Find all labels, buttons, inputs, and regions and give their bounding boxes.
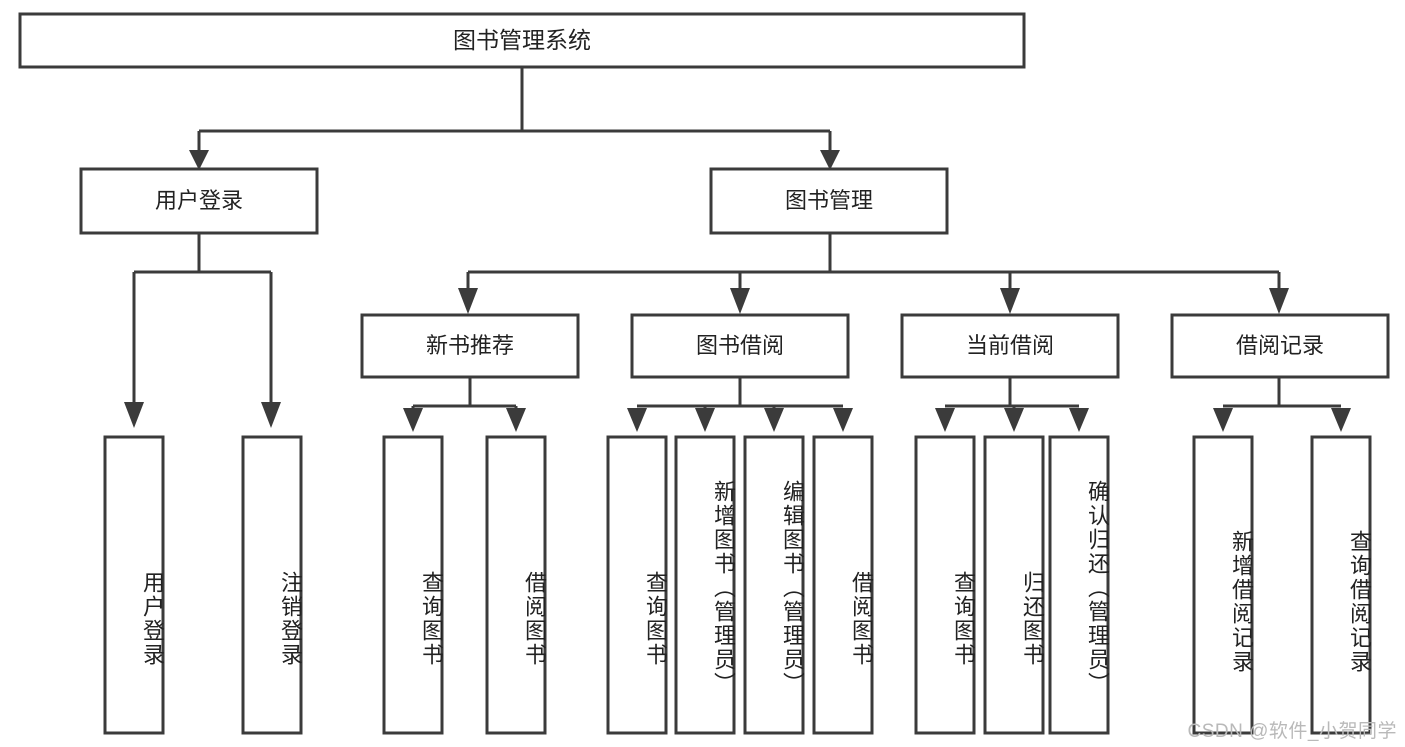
node-newbook[interactable]: 新书推荐 — [360, 313, 580, 379]
node-leaf-8-box[interactable] — [812, 435, 874, 735]
arrow-to-leaf-11 — [1069, 408, 1089, 432]
arrow-to-leaf-13 — [1331, 408, 1351, 432]
arrow-to-current — [1000, 288, 1020, 314]
node-root-box[interactable] — [18, 12, 1026, 69]
node-bookmgmt-box[interactable] — [709, 167, 949, 235]
node-login-label: 用户登录 — [155, 188, 243, 213]
node-current-box[interactable] — [900, 313, 1120, 379]
node-current[interactable]: 当前借阅 — [900, 313, 1120, 379]
node-bookmgmt[interactable]: 图书管理 — [709, 167, 949, 235]
arrow-to-leaf-1 — [124, 402, 144, 428]
arrow-to-leaf-9 — [935, 408, 955, 432]
node-leaf-2-box[interactable] — [241, 435, 303, 735]
node-bookmgmt-label: 图书管理 — [785, 188, 873, 213]
node-borrow-label: 图书借阅 — [696, 333, 784, 358]
node-root-label: 图书管理系统 — [453, 27, 591, 53]
node-leaf-1-box[interactable] — [103, 435, 165, 735]
node-leaf-4-box[interactable] — [485, 435, 547, 735]
node-leaf-5-box[interactable] — [606, 435, 668, 735]
arrow-to-leaf-2 — [261, 402, 281, 428]
node-leaf-7-box[interactable] — [743, 435, 805, 735]
node-leaf-12-box[interactable] — [1192, 435, 1254, 735]
node-leaf-3-box[interactable] — [382, 435, 444, 735]
node-leaf-11-box[interactable] — [1048, 435, 1110, 735]
node-root[interactable]: 图书管理系统 — [18, 12, 1026, 69]
arrow-to-borrow — [730, 288, 750, 314]
node-current-label: 当前借阅 — [966, 333, 1054, 358]
arrow-to-login — [189, 150, 209, 170]
arrow-to-leaf-4 — [506, 408, 526, 432]
node-borrow-box[interactable] — [630, 313, 850, 379]
node-leaf-13-box[interactable] — [1310, 435, 1372, 735]
node-newbook-label: 新书推荐 — [426, 333, 514, 358]
node-leaf-10-box[interactable] — [983, 435, 1045, 735]
node-login[interactable]: 用户登录 — [79, 167, 319, 235]
arrow-to-record — [1269, 288, 1289, 314]
node-borrow[interactable]: 图书借阅 — [630, 313, 850, 379]
node-login-box[interactable] — [79, 167, 319, 235]
node-record[interactable]: 借阅记录 — [1170, 313, 1390, 379]
node-leaf-9-box[interactable] — [914, 435, 976, 735]
connector-layer — [124, 67, 1351, 432]
node-leaf-6-box[interactable] — [674, 435, 736, 735]
csdn-watermark: CSDN @软件_小贺同学 — [1187, 721, 1397, 742]
arrow-to-leaf-10 — [1004, 408, 1024, 432]
arrow-to-newbook — [458, 288, 478, 314]
arrow-to-leaf-5 — [627, 408, 647, 432]
arrow-to-leaf-3 — [403, 408, 423, 432]
arrow-to-bookmgmt — [820, 150, 840, 170]
arrow-to-leaf-6 — [695, 408, 715, 432]
node-layer: 图书管理系统 用户登录 图书管理 新书推荐 图书借阅 当前 — [18, 12, 1390, 735]
node-record-box[interactable] — [1170, 313, 1390, 379]
node-record-label: 借阅记录 — [1236, 333, 1324, 358]
arrow-to-leaf-12 — [1213, 408, 1233, 432]
arrow-to-leaf-8 — [833, 408, 853, 432]
node-newbook-box[interactable] — [360, 313, 580, 379]
arrow-to-leaf-7 — [764, 408, 784, 432]
